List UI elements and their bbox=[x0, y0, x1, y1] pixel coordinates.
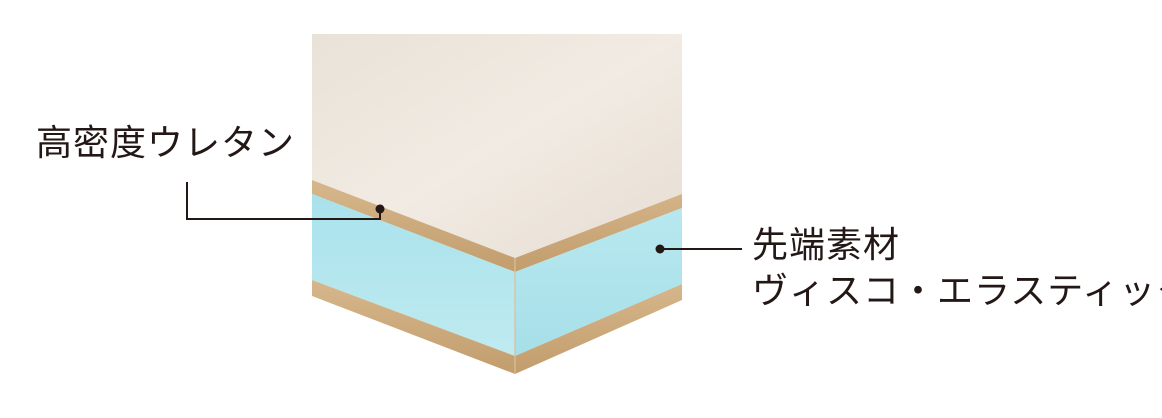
label-visco-elastic: ヴィスコ・エラスティック bbox=[752, 271, 1162, 312]
label-advanced-material: 先端素材 bbox=[752, 225, 901, 266]
base-edge-band bbox=[312, 280, 682, 374]
viscoelastic-layer-left bbox=[312, 194, 515, 356]
leader-line-urethane bbox=[186, 182, 381, 220]
urethane-edge-band bbox=[312, 180, 682, 272]
label-high-density-urethane: 高密度ウレタン bbox=[36, 123, 296, 164]
leader-dot-viscoelastic bbox=[655, 244, 665, 254]
viscoelastic-layer-right bbox=[515, 208, 682, 356]
urethane-top-surface bbox=[312, 34, 682, 258]
leader-dot-urethane bbox=[375, 204, 385, 214]
